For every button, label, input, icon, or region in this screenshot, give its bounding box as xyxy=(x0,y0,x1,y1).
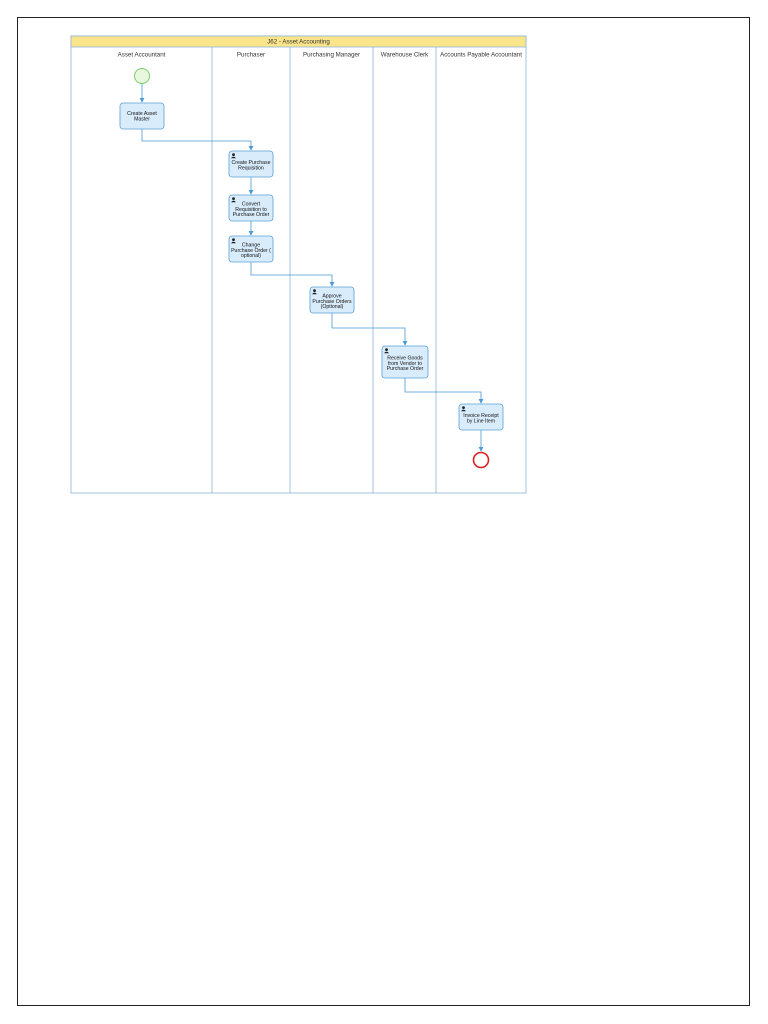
pool-title: J62 - Asset Accounting xyxy=(267,39,330,46)
task-box xyxy=(228,150,274,178)
task-label-line: Create Purchase xyxy=(232,160,271,166)
user-icon xyxy=(461,406,466,412)
task-label-line: Master xyxy=(134,117,150,123)
task-box xyxy=(458,403,504,431)
user-icon xyxy=(231,153,236,159)
task-label-line: Approve xyxy=(322,293,341,299)
flow-receive-to-invoice xyxy=(404,378,484,404)
lane-label-accounts-payable-accountant: Accounts Payable Accountant xyxy=(440,52,522,59)
flow-change-to-approve xyxy=(250,262,335,287)
task-box xyxy=(228,235,274,263)
user-icon xyxy=(384,348,389,354)
task-label-line: from Vendor to xyxy=(388,361,422,367)
task-label-line: Convert xyxy=(242,201,261,207)
task-label-line: optional) xyxy=(241,253,261,259)
lane-label-purchasing-manager: Purchasing Manager xyxy=(303,52,360,59)
task-box xyxy=(381,345,429,379)
flow-approve-to-receive xyxy=(331,313,408,346)
lane-separators xyxy=(211,47,437,493)
task-label-line: Requisition to xyxy=(235,207,267,213)
lane-label-warehouse-clerk: Warehouse Clerk xyxy=(381,52,429,59)
start-event xyxy=(134,68,150,84)
task-box xyxy=(119,102,165,130)
pool-header xyxy=(70,35,527,48)
user-icon xyxy=(231,238,236,244)
task-label-line: Create Asset xyxy=(127,111,157,117)
task-label-line: Purchase Order xyxy=(233,212,270,218)
lane-label-asset-accountant: Asset Accountant xyxy=(118,52,166,59)
task-box xyxy=(309,286,355,314)
task-label-line: by Line Item xyxy=(467,419,495,425)
end-event xyxy=(472,451,490,469)
sequence-flows xyxy=(139,84,484,452)
lane-label-purchaser: Purchaser xyxy=(237,52,265,59)
task-label-line: Requisition xyxy=(238,166,264,172)
task-label-line: Purchase Order xyxy=(387,366,424,372)
user-icon xyxy=(231,197,236,203)
task-label-line: Invoice Receipt xyxy=(463,413,499,419)
task-label-line: Change xyxy=(242,242,260,248)
task-label-line: Purchase Orders xyxy=(312,299,352,305)
flow-asset-to-requisition xyxy=(141,129,254,151)
task-label-line: (Optional) xyxy=(321,304,344,310)
user-icon xyxy=(312,289,317,295)
task-label-line: Purchase Order ( xyxy=(231,248,271,254)
task-box xyxy=(228,194,274,222)
task-label-line: Receive Goods xyxy=(387,355,423,361)
